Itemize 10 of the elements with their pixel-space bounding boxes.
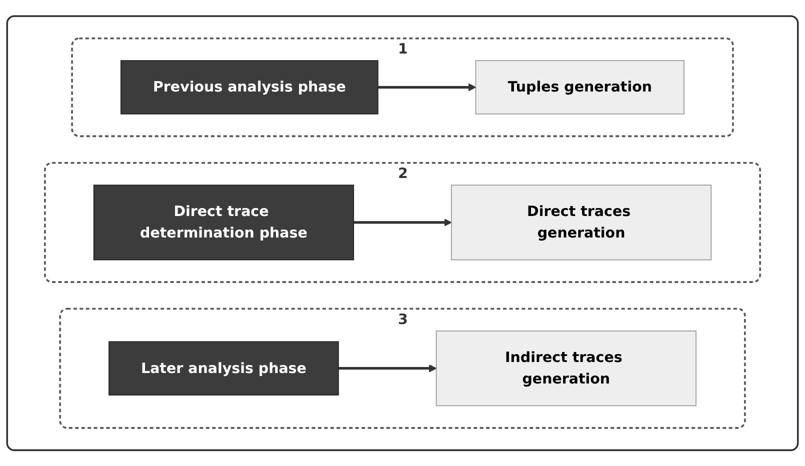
arrow [338, 364, 437, 372]
node-box: Tuples generation [475, 60, 684, 114]
cluster [6, 15, 799, 451]
node-box: Direct trace determination phase [93, 184, 354, 260]
arrow [378, 83, 476, 92]
arrow [354, 218, 452, 226]
node-box: Indirect traces generation [436, 330, 696, 406]
node-box: Later analysis phase [108, 341, 339, 396]
node-box: Previous analysis phase [120, 60, 378, 114]
node-box: Direct traces generation [450, 184, 712, 260]
